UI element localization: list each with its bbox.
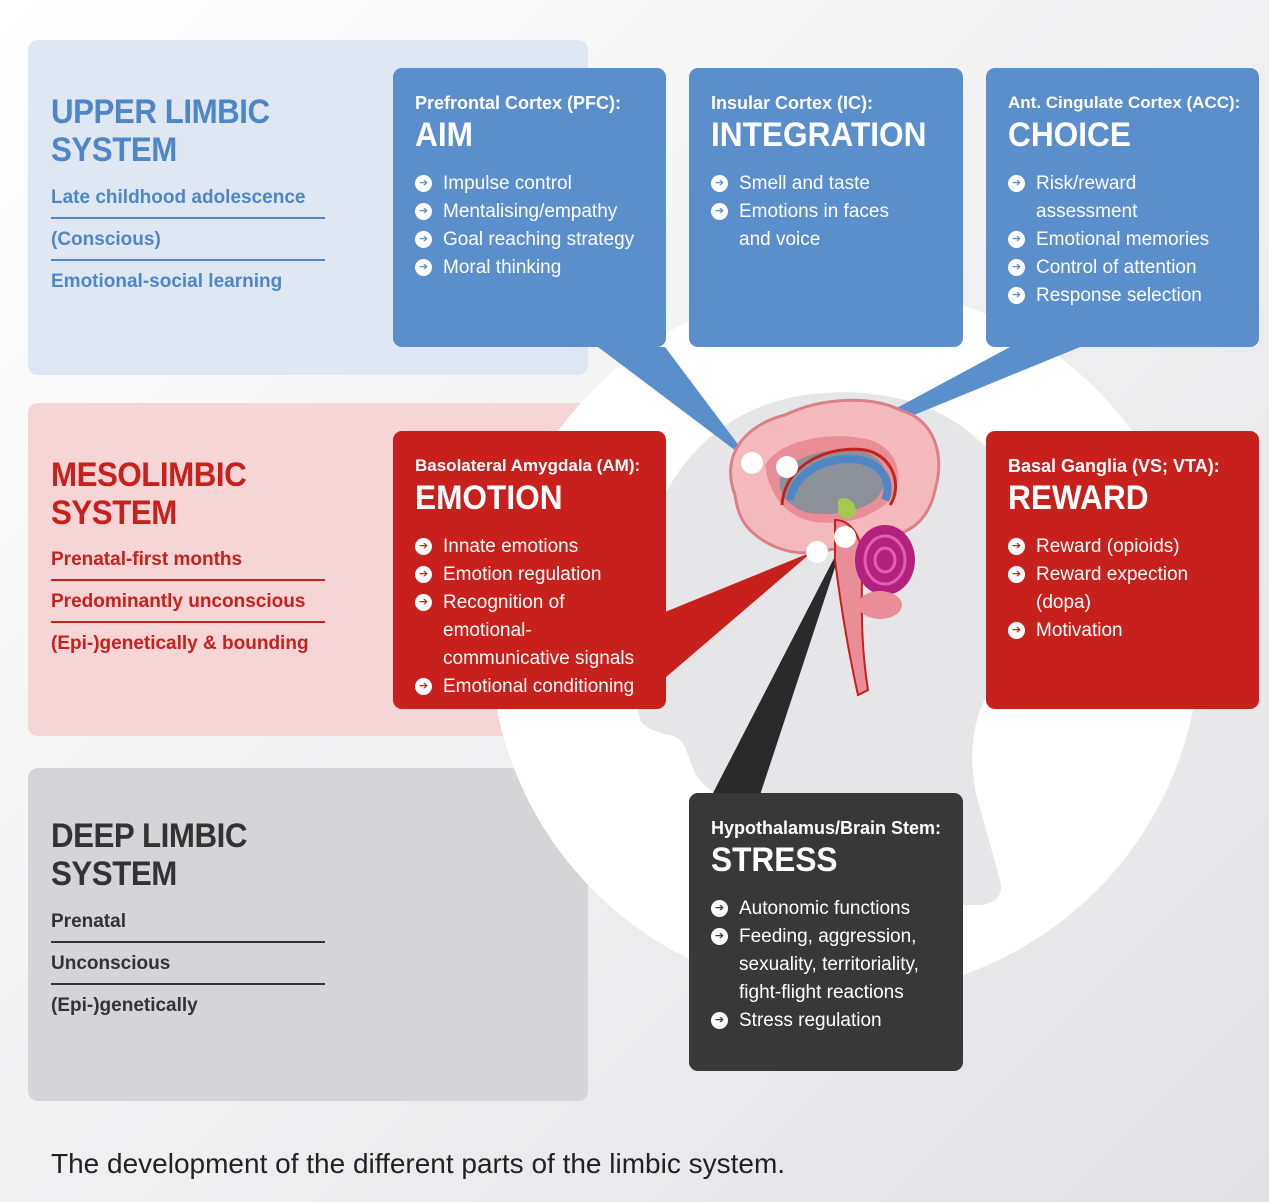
pfc-card: Prefrontal Cortex (PFC): AIM Impulse con…	[393, 68, 666, 347]
card-subtitle: Insular Cortex (IC):	[711, 93, 874, 113]
deep-title-line2: SYSTEM	[51, 855, 177, 893]
hypothalamus-card: Hypothalamus/Brain Stem: STRESS Autonomi…	[689, 793, 963, 1071]
card-list: Risk/reward assessment Emotional memorie…	[1008, 170, 1237, 310]
card-subtitle: Hypothalamus/Brain Stem:	[711, 818, 942, 838]
deep-limbic-title: DEEP LIMBIC SYSTEM	[51, 817, 309, 893]
card-list: Smell and taste Emotions in faces and vo…	[711, 170, 941, 254]
meso-item-consciousness: Predominantly unconscious	[51, 583, 325, 623]
figure-caption: The development of the different parts o…	[51, 1148, 786, 1179]
list-item: Control of attention	[1008, 254, 1237, 282]
list-item: Motivation	[1008, 617, 1237, 645]
list-item: Risk/reward assessment	[1008, 170, 1237, 226]
list-item: Innate emotions	[415, 533, 644, 561]
list-item: Emotional conditioning	[415, 673, 644, 701]
list-item: Autonomic functions	[711, 895, 941, 923]
hypothalamus-marker	[834, 526, 856, 548]
list-item: Emotions in faces and voice	[711, 198, 941, 254]
list-item: Response selection	[1008, 282, 1237, 310]
pfc-marker	[741, 452, 763, 474]
corpus-callosum	[786, 455, 892, 502]
ic-marker	[776, 456, 798, 478]
mesolimbic-title: MESOLIMBIC SYSTEM	[51, 456, 309, 532]
ventricle	[779, 449, 886, 515]
list-item: Moral thinking	[415, 254, 644, 282]
ic-card: Insular Cortex (IC): INTEGRATION Smell a…	[689, 68, 963, 347]
list-item: Recognition of emotional- communicative …	[415, 589, 644, 673]
list-item: Stress regulation	[711, 1007, 941, 1035]
card-subtitle: Basolateral Amygdala (AM):	[415, 456, 641, 475]
upper-title-line1: UPPER LIMBIC	[51, 93, 270, 131]
card-list: Autonomic functions Feeding, aggression,…	[711, 895, 941, 1035]
deep-item-age: Prenatal	[51, 903, 325, 943]
list-item: Goal reaching strategy	[415, 226, 644, 254]
meso-title-line1: MESOLIMBIC	[51, 456, 247, 494]
acc-card: Ant. Cingulate Cortex (ACC): CHOICE Risk…	[986, 68, 1259, 347]
amygdala-marker	[806, 541, 828, 563]
amygdala-card: Basolateral Amygdala (AM): EMOTION Innat…	[393, 431, 666, 709]
card-title: STRESS	[711, 841, 838, 879]
upper-item-age: Late childhood adolescence	[51, 179, 325, 219]
list-item: Impulse control	[415, 170, 644, 198]
cerebellum-tail	[858, 591, 902, 619]
card-list: Impulse control Mentalising/empathy Goal…	[415, 170, 644, 282]
hypothalamus-pointer	[712, 537, 845, 795]
card-list: Reward (opioids) Reward expection (dopa)…	[1008, 533, 1237, 645]
meso-item-age: Prenatal-first months	[51, 541, 325, 581]
list-item: Reward (opioids)	[1008, 533, 1237, 561]
card-subtitle: Prefrontal Cortex (PFC):	[415, 93, 622, 113]
basal-ganglia-card: Basal Ganglia (VS; VTA): REWARD Reward (…	[986, 431, 1259, 709]
card-title: REWARD	[1008, 479, 1149, 517]
meso-item-learning: (Epi-)genetically & bounding	[51, 633, 309, 654]
upper-item-learning: Emotional-social learning	[51, 271, 283, 292]
card-subtitle: Basal Ganglia (VS; VTA):	[1008, 456, 1220, 476]
deep-limbic-band	[28, 768, 588, 1101]
upper-title-line2: SYSTEM	[51, 131, 177, 169]
amygdala-pointer	[665, 552, 812, 678]
card-title: AIM	[415, 116, 473, 154]
meso-title-line2: SYSTEM	[51, 494, 177, 532]
pfc-pointer	[598, 347, 752, 463]
card-title: EMOTION	[415, 479, 563, 517]
upper-limbic-title: UPPER LIMBIC SYSTEM	[51, 93, 309, 169]
card-title: CHOICE	[1008, 116, 1131, 154]
list-item: Emotional memories	[1008, 226, 1237, 254]
list-item: Emotion regulation	[415, 561, 644, 589]
list-item: Mentalising/empathy	[415, 198, 644, 226]
card-title: INTEGRATION	[711, 116, 927, 154]
deep-item-consciousness: Unconscious	[51, 945, 325, 985]
card-subtitle: Ant. Cingulate Cortex (ACC):	[1008, 93, 1241, 112]
card-list: Innate emotions Emotion regulation Recog…	[415, 533, 644, 701]
deep-title-line1: DEEP LIMBIC	[51, 817, 247, 855]
list-item: Feeding, aggression, sexuality, territor…	[711, 923, 941, 1007]
list-item: Reward expection (dopa)	[1008, 561, 1237, 617]
deep-item-learning: (Epi-)genetically	[51, 995, 198, 1016]
list-item: Smell and taste	[711, 170, 941, 198]
thalamus	[838, 498, 856, 519]
upper-item-consciousness: (Conscious)	[51, 221, 325, 261]
